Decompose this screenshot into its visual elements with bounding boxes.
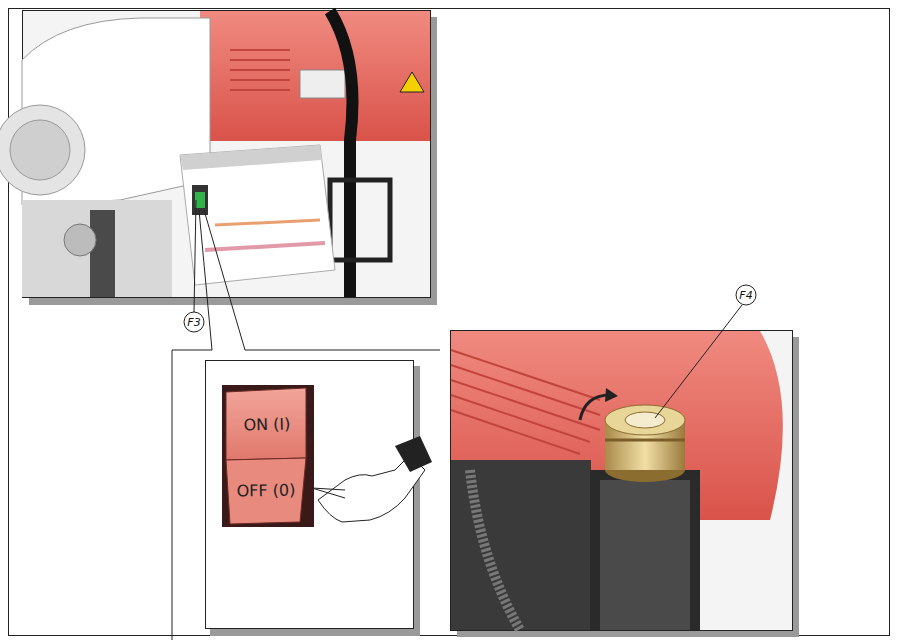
- callout-number: F3: [187, 317, 200, 328]
- switch-text: ON (I): [243, 416, 290, 435]
- adjuster-photo: [451, 331, 800, 638]
- callout-circle: [184, 312, 204, 332]
- switch-text: OFF (0): [236, 482, 295, 501]
- switch-inset: [206, 361, 433, 637]
- leader-line: [655, 305, 742, 418]
- leader-lines: [172, 200, 440, 640]
- callout-number: F4: [739, 290, 752, 301]
- callout-circle: [736, 285, 756, 305]
- switch-position: ON (I): [227, 391, 307, 459]
- page-frame: [9, 9, 890, 636]
- switch-position: OFF (0): [229, 459, 302, 522]
